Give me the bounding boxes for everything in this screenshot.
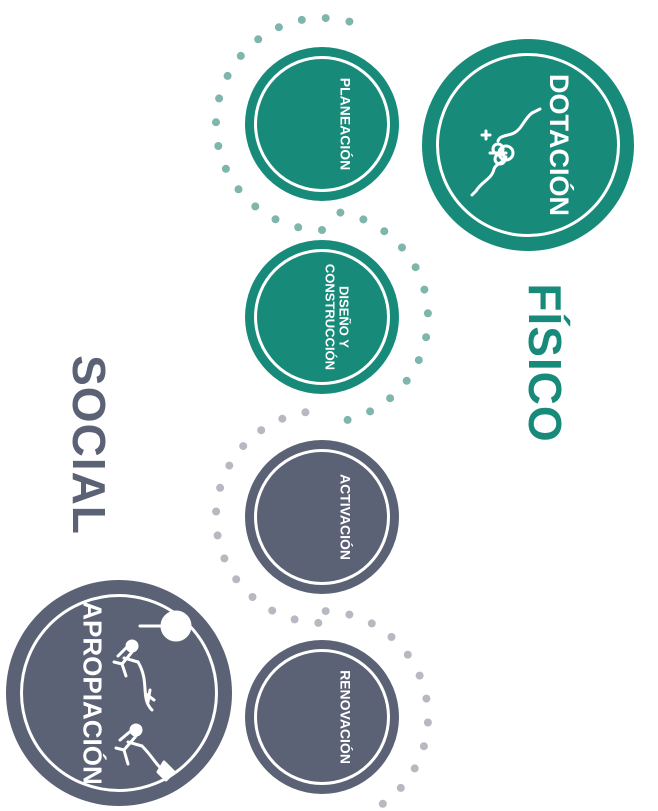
stage-label-planeacion: PLANEACIÓN [337,77,354,171]
people-with-kite-icon [112,610,192,782]
dot [321,14,330,23]
dot [225,461,234,470]
dot [318,226,326,234]
outcome-circle-apropiacion: APROPIACIÓN [6,580,232,806]
dot [414,356,423,365]
dot [294,223,303,232]
group-title-social: SOCIAL [63,355,115,535]
dot [297,15,306,24]
dot [423,309,432,318]
dot [212,507,221,516]
dot [234,185,243,194]
dot [398,243,406,252]
dot [278,414,287,423]
dots-arc-renovacion [321,607,432,808]
dot [274,23,283,32]
dot [214,142,223,150]
dot [223,71,232,80]
outcome-label-dotacion: DOTACIÓN [544,74,575,216]
dot [251,202,260,211]
hands-holding-tree-icon [470,107,542,197]
dot [396,783,405,792]
dot [336,208,345,217]
dots-arc-activacion [212,408,323,627]
dot [419,742,428,751]
stage-circle-diseno: DISEÑO Y CONSTRUCCIÓN [245,240,399,394]
dot [345,610,354,619]
stage-circle-activacion: ACTIVACIÓN [245,440,399,594]
dot [343,415,352,424]
dot [387,633,396,641]
dot [380,227,389,236]
dot [215,94,224,103]
dot [236,51,245,60]
outcome-label-apropiacion: APROPIACIÓN [77,601,108,785]
dot [422,694,431,703]
outcome-circle-dotacion: DOTACIÓN [422,39,634,251]
dots-arc-planeacion [212,14,354,234]
dot [271,215,280,224]
dot [423,718,432,727]
dot [411,263,420,272]
dot [268,606,277,615]
dot [212,118,220,127]
dot [314,618,323,627]
dot [378,799,387,808]
dot [220,554,229,563]
dot [248,593,257,601]
dot [402,376,411,385]
dot [232,575,241,584]
dot [422,333,431,342]
dot [345,17,354,26]
stage-circle-planeacion: PLANEACIÓN [245,47,399,201]
dot [367,619,376,628]
dot [366,407,375,416]
stage-circle-renovacion: RENOVACIÓN [245,640,399,794]
dot [257,426,266,435]
stage-label-diseno: DISEÑO Y CONSTRUCCIÓN [323,263,352,371]
dot [254,35,263,44]
stage-label-renovacion: RENOVACIÓN [337,670,354,764]
dot [386,394,395,403]
dot [415,671,424,680]
stage-label-activacion: ACTIVACIÓN [337,473,354,561]
dots-arc-diseno [336,208,432,424]
dot [239,442,248,451]
dot [321,607,330,616]
dot [213,531,222,540]
dot [403,650,412,659]
dot [301,408,310,417]
dot [359,215,368,224]
dot [221,164,230,173]
dot [420,285,429,294]
dot [216,483,225,492]
group-title-fisico: FÍSICO [519,283,571,443]
dot [290,615,299,624]
dot [410,764,419,773]
